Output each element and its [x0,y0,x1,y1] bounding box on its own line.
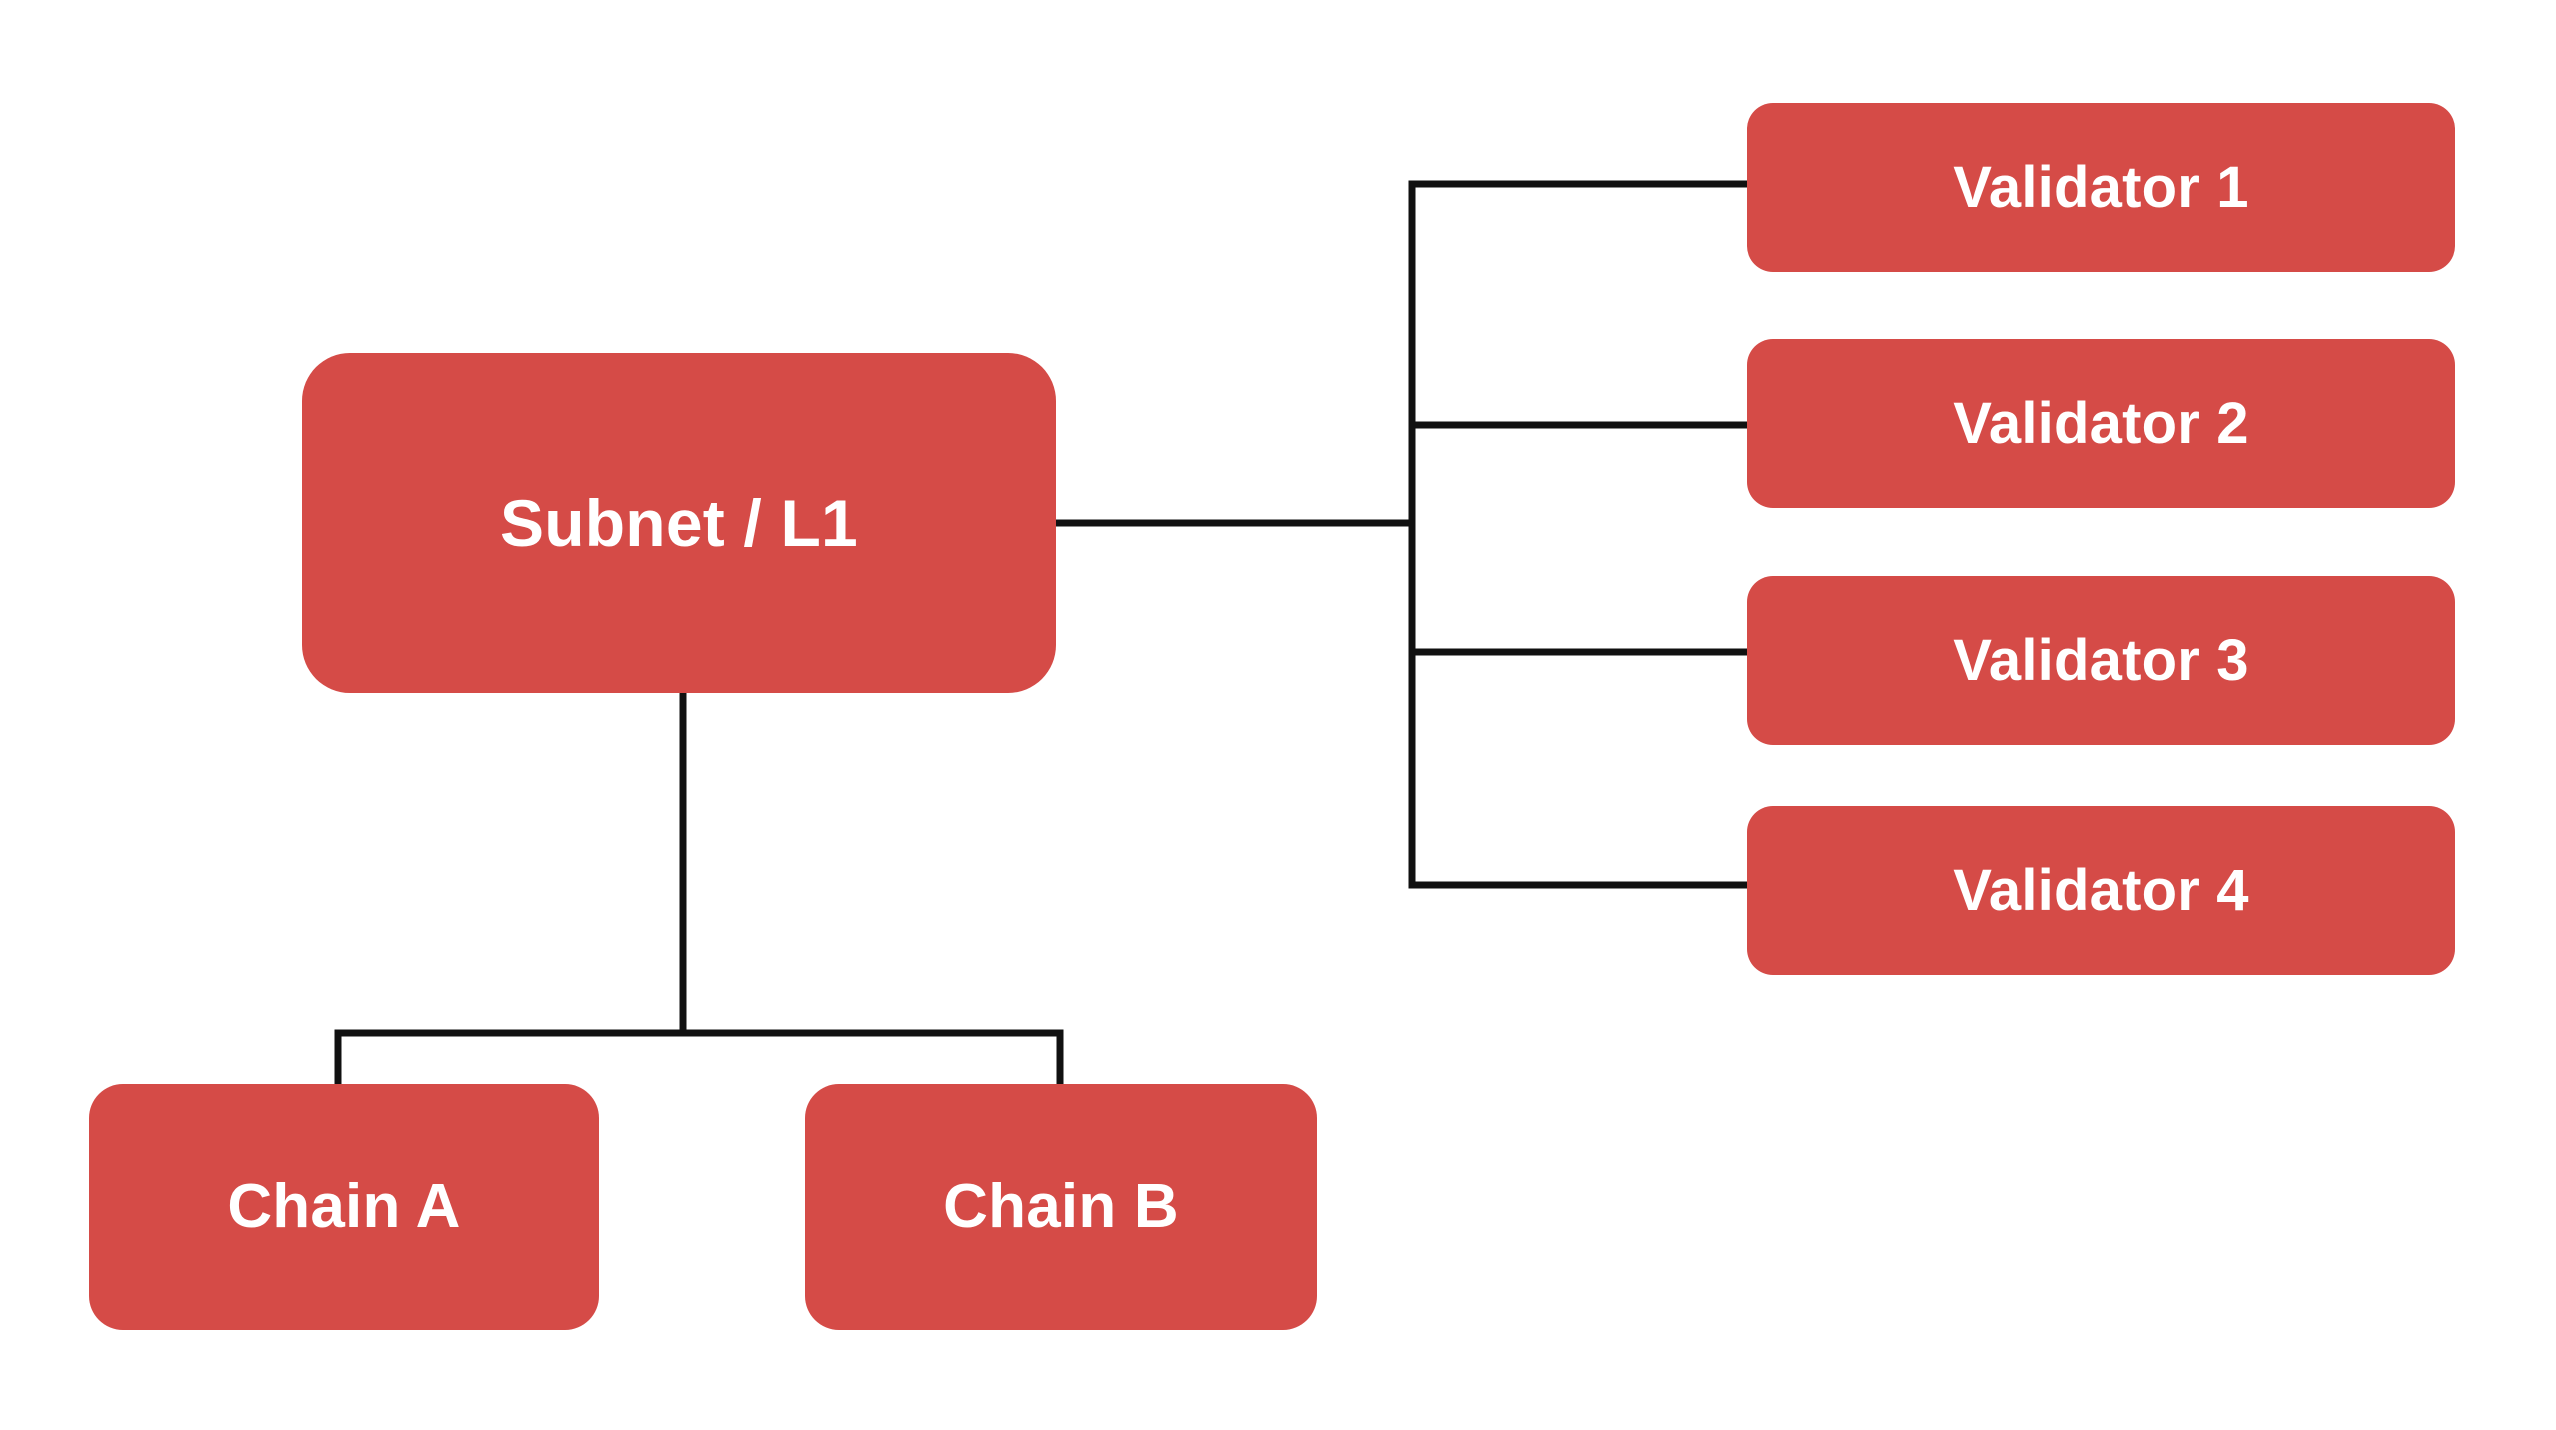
node-subnet-l1[interactable]: Subnet / L1 [302,353,1056,693]
node-label-validator-3: Validator 3 [1953,627,2249,693]
node-label-chain-a: Chain A [227,1172,461,1241]
node-validator-4[interactable]: Validator 4 [1747,806,2455,975]
node-chain-a[interactable]: Chain A [89,1084,599,1330]
node-label-validator-4: Validator 4 [1953,857,2249,923]
node-validator-3[interactable]: Validator 3 [1747,576,2455,745]
node-validator-2[interactable]: Validator 2 [1747,339,2455,508]
node-label-subnet-l1: Subnet / L1 [500,486,858,560]
node-chain-b[interactable]: Chain B [805,1084,1317,1330]
node-label-validator-2: Validator 2 [1953,390,2249,456]
node-validator-1[interactable]: Validator 1 [1747,103,2455,272]
node-label-chain-b: Chain B [943,1172,1179,1241]
node-label-validator-1: Validator 1 [1953,154,2249,220]
